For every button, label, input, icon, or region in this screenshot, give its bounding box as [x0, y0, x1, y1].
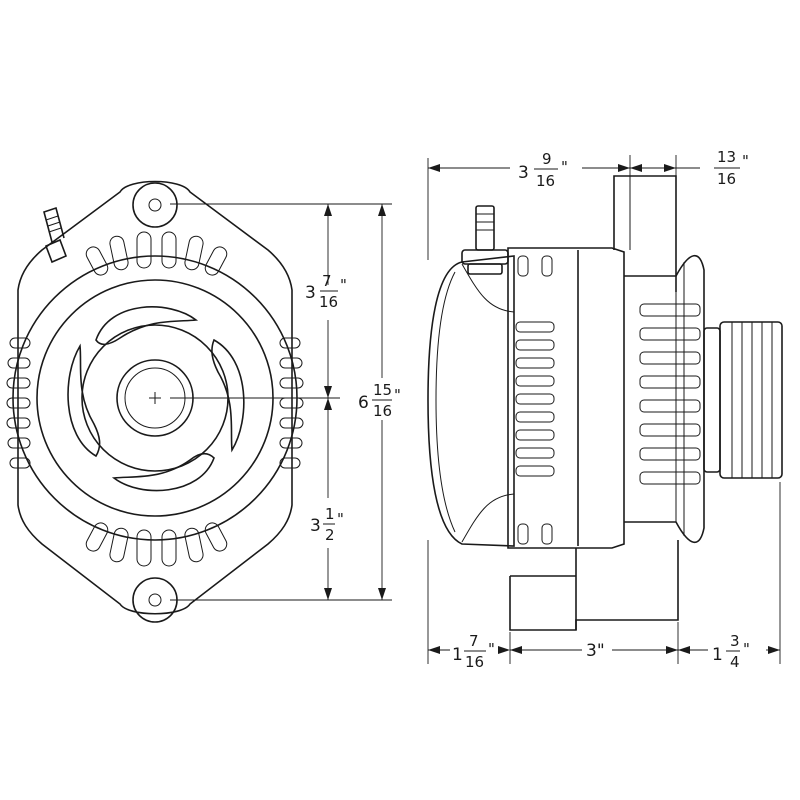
side-top-slots [517, 255, 553, 545]
dim-unit: " [394, 386, 401, 404]
front-bottom-vents [85, 522, 228, 567]
dim-unit: " [488, 640, 495, 658]
fan-blades [67, 306, 245, 492]
dim-whole: 3 [305, 283, 316, 303]
dim-denominator: 16 [373, 402, 392, 420]
front-view [6, 180, 304, 623]
dim-unit: " [561, 158, 568, 176]
front-dimension-lines [170, 203, 392, 601]
dim-denominator: 2 [325, 526, 335, 544]
side-case-vents [515, 321, 555, 477]
dim-numerator: 15 [373, 381, 392, 399]
dim-whole: 1 [712, 645, 723, 665]
dimension-ear-width: 13 16 " [714, 148, 749, 188]
dim-numerator: 7 [322, 272, 332, 290]
side-pulley [703, 321, 783, 479]
dim-numerator: 1 [325, 505, 335, 523]
dim-numerator: 9 [542, 150, 552, 168]
dim-unit: " [340, 276, 347, 294]
dim-text: 3" [586, 641, 605, 661]
dimension-pulley-depth: 1 3 4 " [712, 632, 750, 671]
dimension-top-to-center: 3 7 16 " [305, 272, 347, 311]
dim-unit: " [337, 510, 344, 528]
dim-whole: 3 [310, 516, 321, 536]
dimension-body-depth: 3" [586, 641, 605, 661]
dim-numerator: 3 [730, 632, 740, 650]
dimension-center-to-bottom: 3 1 2 " [310, 505, 344, 544]
dim-denominator: 16 [717, 170, 736, 188]
dim-denominator: 16 [465, 653, 484, 671]
dim-whole: 1 [452, 645, 463, 665]
dim-numerator: 7 [469, 632, 479, 650]
dim-whole: 6 [358, 393, 369, 413]
bottom-mounting-hole [148, 593, 162, 607]
dim-denominator: 4 [730, 653, 740, 671]
side-view [427, 175, 783, 631]
dimension-front-depth: 1 7 16 " [452, 632, 495, 671]
dimension-overall-height: 6 15 16 " [358, 381, 401, 420]
side-dimension-lines [427, 155, 781, 664]
top-mounting-hole [148, 198, 162, 212]
dim-numerator: 13 [717, 148, 736, 166]
dim-unit: " [742, 152, 749, 170]
side-front-housing [624, 254, 705, 544]
front-right-ribs [279, 337, 304, 469]
side-main-case [507, 247, 625, 549]
top-mounting-ear [132, 182, 178, 228]
dimension-side-width: 3 9 16 " [518, 150, 568, 190]
side-terminal-stud [461, 205, 509, 275]
dim-denominator: 16 [319, 293, 338, 311]
side-top-ear [613, 175, 677, 292]
front-top-vents [85, 231, 228, 276]
front-left-ribs [6, 337, 31, 469]
side-front-vents [639, 303, 701, 485]
side-bottom-ear [509, 540, 679, 631]
side-rear-cap [427, 255, 515, 547]
dim-whole: 3 [518, 163, 529, 183]
front-terminal-stud [43, 206, 68, 264]
dim-unit: " [743, 640, 750, 658]
dim-denominator: 16 [536, 172, 555, 190]
